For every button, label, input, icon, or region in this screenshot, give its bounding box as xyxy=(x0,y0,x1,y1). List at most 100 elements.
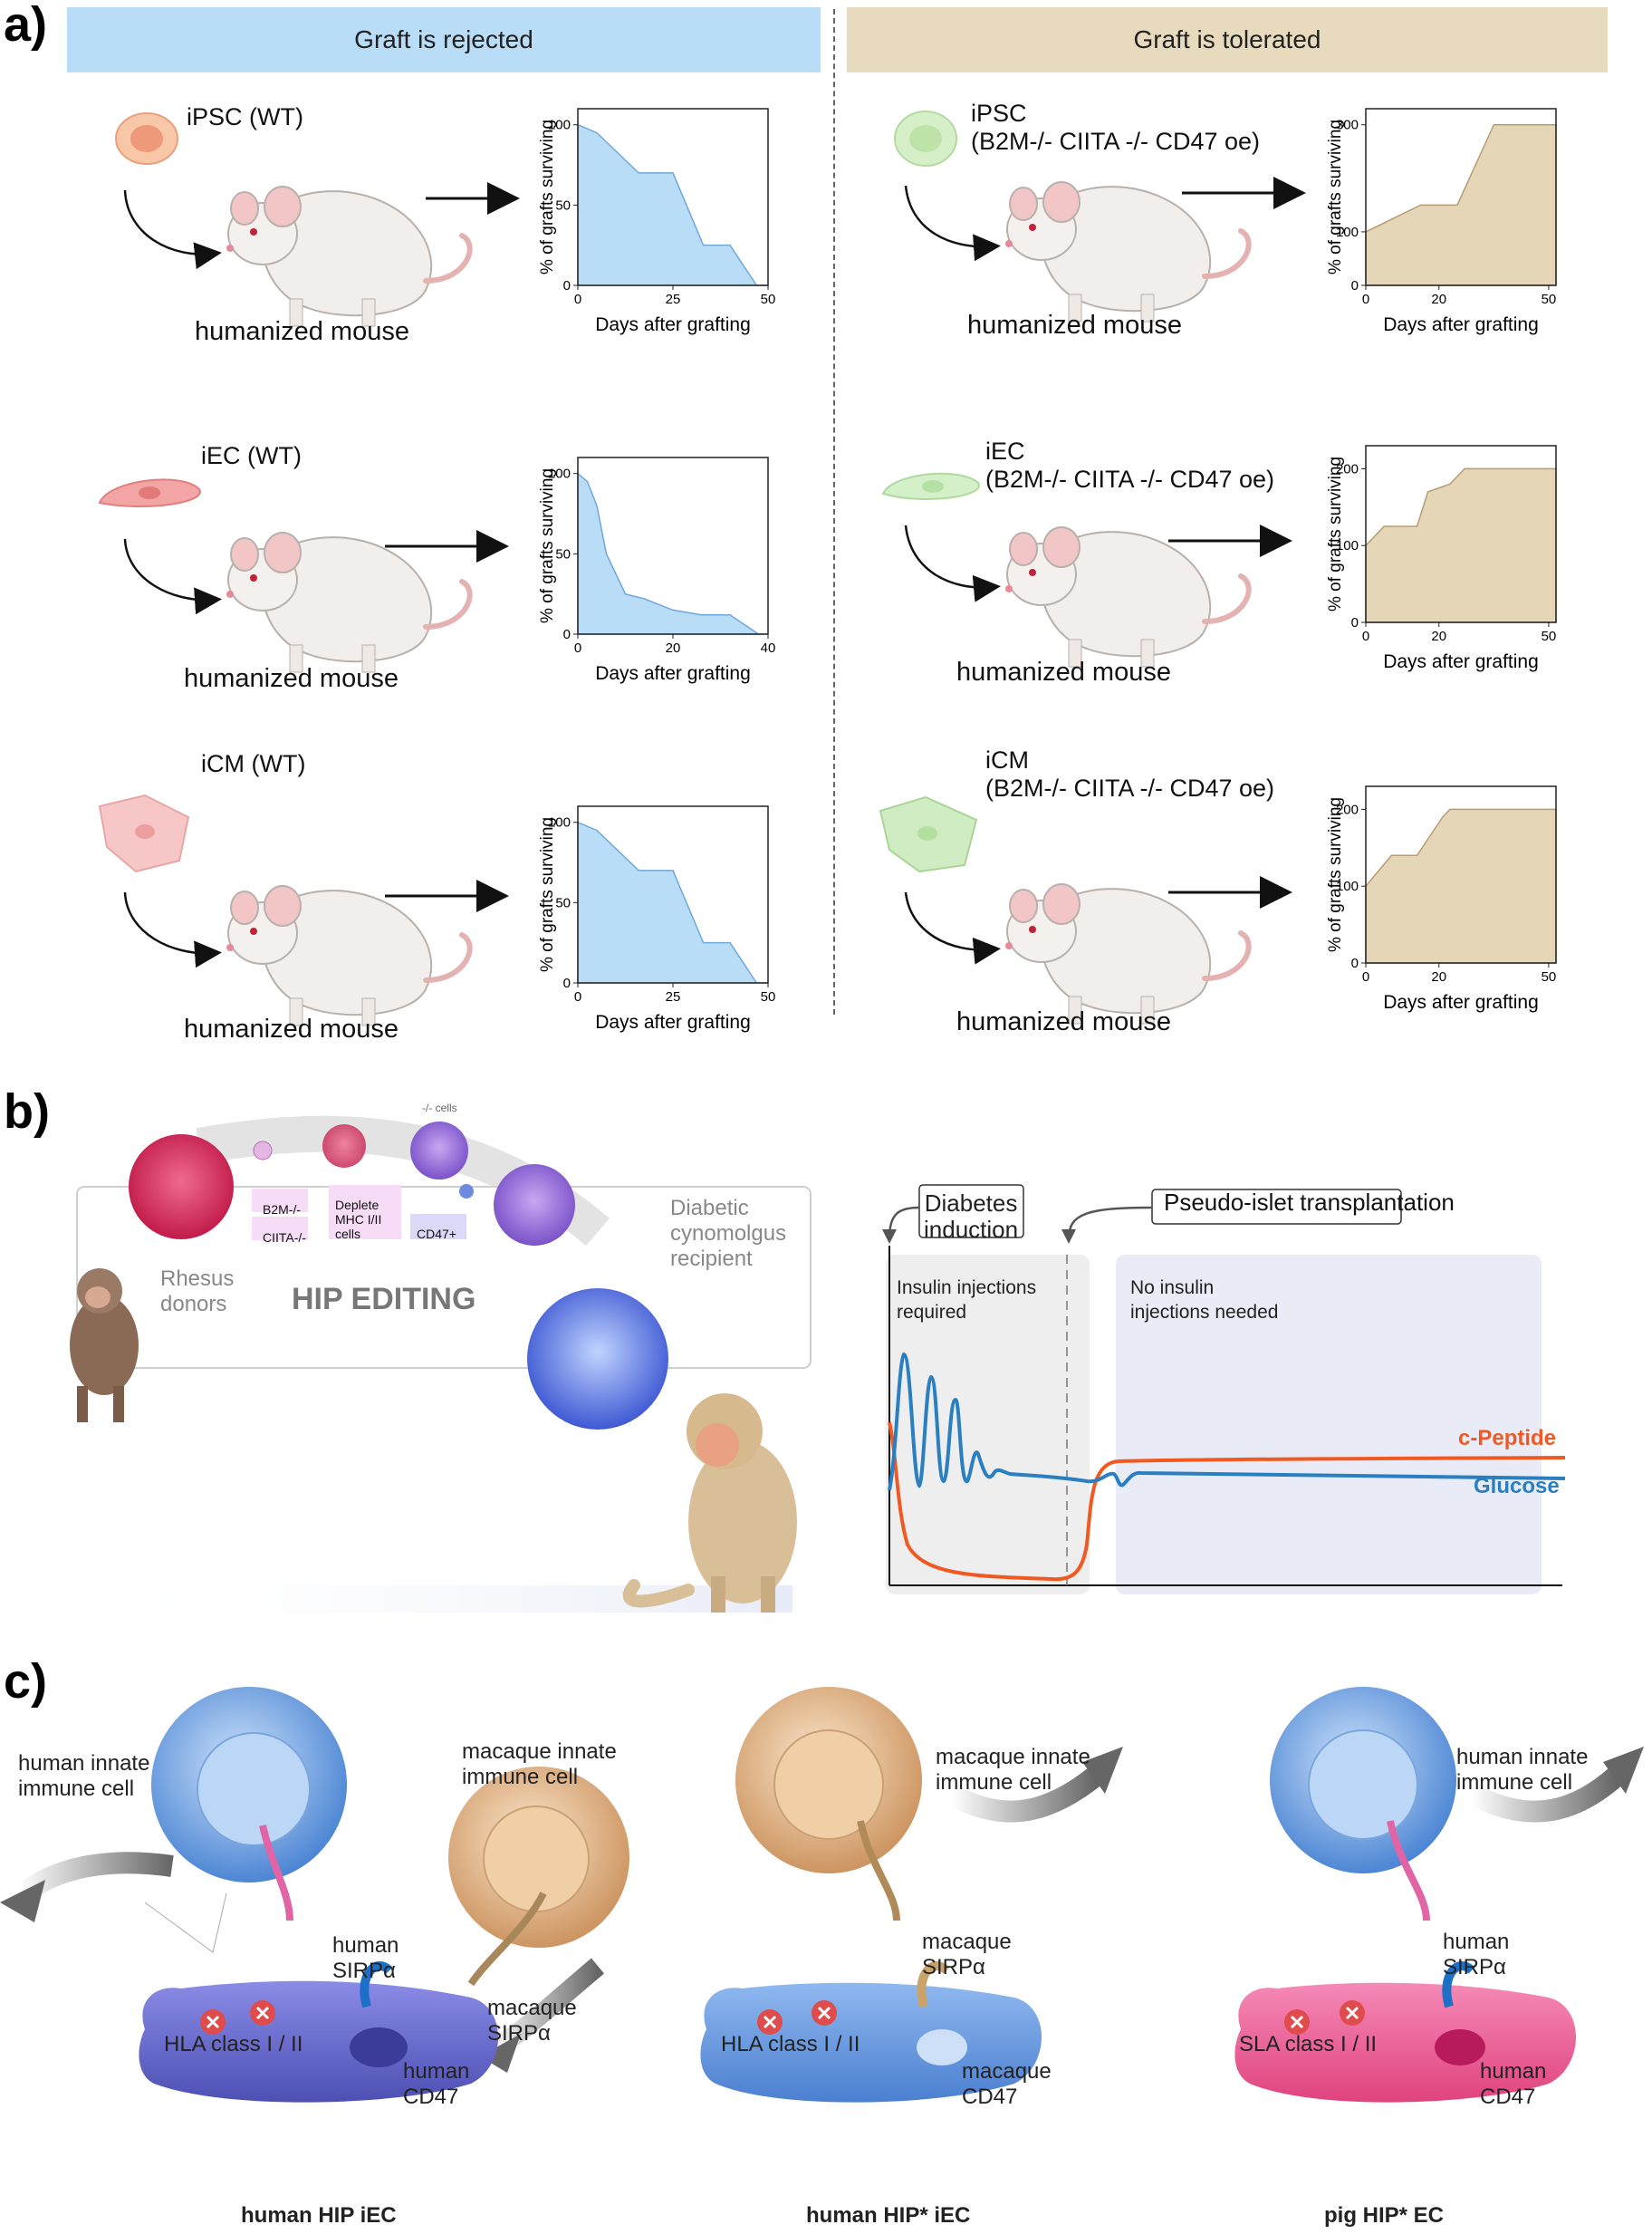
row1-left-cell-label: iPSC (WT) xyxy=(187,103,303,130)
x-tick-label: 50 xyxy=(761,292,776,307)
x-tick-label: 50 xyxy=(1542,629,1557,644)
g3-cd47-label: human CD47 xyxy=(1480,2059,1547,2109)
x-axis-label: Days after grafting xyxy=(595,663,751,684)
x-tick-label: 0 xyxy=(574,989,581,1005)
y-tick-label: 100 xyxy=(548,118,571,133)
y-tick-label: 100 xyxy=(1336,225,1359,240)
chart-frame xyxy=(1365,108,1557,286)
insulin-required-region xyxy=(886,1255,1090,1594)
x-tick-label: 20 xyxy=(1431,969,1446,985)
row3-left-cell-label: iCM (WT) xyxy=(201,750,306,777)
chart-area xyxy=(577,472,768,635)
rhesus-monkey-icon xyxy=(70,1268,139,1422)
y-axis-label: % of grafts surviving xyxy=(538,817,557,972)
rhesus-islet-icon xyxy=(129,1134,234,1239)
x-axis-label: Days after grafting xyxy=(1383,992,1539,1013)
x-axis-label: Days after grafting xyxy=(1383,651,1539,672)
tolerated-header: Graft is tolerated xyxy=(847,7,1608,72)
y-axis-label: % of grafts surviving xyxy=(1326,120,1345,274)
y-axis-label: % of grafts surviving xyxy=(538,468,557,623)
y-tick-label: 50 xyxy=(555,546,571,562)
chart-area xyxy=(577,123,768,286)
x-tick-label: 50 xyxy=(761,989,776,1005)
y-tick-label: 100 xyxy=(1336,879,1359,894)
x-tick-label: 20 xyxy=(1431,292,1446,307)
no-insulin-region xyxy=(1116,1255,1542,1594)
y-tick-label: 0 xyxy=(1351,956,1359,971)
x-tick-label: 20 xyxy=(1431,629,1446,644)
cd47-islet-icon xyxy=(494,1164,575,1246)
panel-c-illustration xyxy=(0,1687,1644,2103)
y-tick-label: 0 xyxy=(563,278,571,294)
chart-area xyxy=(577,821,768,984)
x-tick-label: 40 xyxy=(761,640,776,656)
panel-a-illustrations xyxy=(98,111,1306,1033)
c-peptide-label: c-Peptide xyxy=(1458,1426,1557,1450)
y-axis-label: % of grafts surviving xyxy=(1326,457,1345,611)
g1-macaque-sirpa-label: macaque SIRPα xyxy=(487,1996,577,2046)
no-insulin-label: No insulin injections needed xyxy=(1130,1277,1279,1323)
y-tick-label: 300 xyxy=(1336,118,1359,133)
x-axis-label: Days after grafting xyxy=(1383,314,1539,335)
g3-class-label: SLA class I / II xyxy=(1239,2032,1378,2056)
y-axis-label: % of grafts surviving xyxy=(538,120,557,274)
g3-human-sirpa-label: human SIRPα xyxy=(1443,1930,1510,1979)
panel-b-letter: b) xyxy=(4,1084,50,1139)
row2-left-cell-label: iEC (WT) xyxy=(201,442,302,469)
c-peptide-line xyxy=(888,1421,1566,1582)
b2m-label: B2M-/- xyxy=(263,1202,301,1217)
x-tick-label: 50 xyxy=(1542,292,1557,307)
x-tick-label: 25 xyxy=(666,989,681,1005)
g1-human-sirpa-label: human SIRPα xyxy=(332,1933,399,1983)
y-tick-label: 50 xyxy=(555,197,571,213)
row2-right-cell-label: iEC (B2M-/- CIITA -/- CD47 oe) xyxy=(985,438,1275,493)
y-tick-label: 100 xyxy=(1336,538,1359,554)
g1-cd47-label: human CD47 xyxy=(403,2059,470,2109)
rhesus-donors-label: Rhesus donors xyxy=(160,1266,235,1316)
x-tick-label: 0 xyxy=(1362,629,1369,644)
diabetes-chart xyxy=(882,1184,1566,1594)
y-tick-label: 50 xyxy=(555,895,571,910)
x-tick-label: 20 xyxy=(666,640,681,656)
y-tick-label: 0 xyxy=(563,976,571,991)
y-tick-label: 0 xyxy=(1351,278,1359,294)
g2-class-label: HLA class I / II xyxy=(721,2032,860,2056)
row3-right-cell-label: iCM (B2M-/- CIITA -/- CD47 oe) xyxy=(985,746,1275,802)
panel-divider xyxy=(833,9,835,1015)
cells-note-label: -/- cells xyxy=(422,1102,457,1114)
edited-islet-small-icon xyxy=(322,1124,366,1168)
g3-human-innate-label: human innate immune cell xyxy=(1456,1745,1589,1795)
panel-c-letter: c) xyxy=(4,1654,48,1709)
row3-left-mouse-label: humanized mouse xyxy=(184,1015,399,1044)
y-tick-label: 100 xyxy=(548,815,571,831)
chart-area xyxy=(1365,808,1557,964)
g1-caption: human HIP iEC xyxy=(241,2203,397,2228)
row1-right-cell-label: iPSC (B2M-/- CIITA -/- CD47 oe) xyxy=(971,100,1261,155)
row2-right-mouse-label: humanized mouse xyxy=(956,658,1171,687)
x-tick-label: 50 xyxy=(1542,969,1557,985)
row2-left-mouse-label: humanized mouse xyxy=(184,664,399,693)
panel-a-letter: a) xyxy=(4,0,48,52)
g2-macaque-sirpa-label: macaque SIRPα xyxy=(922,1930,1012,1979)
x-tick-label: 0 xyxy=(574,640,581,656)
x-tick-label: 0 xyxy=(1362,292,1369,307)
g1-macaque-innate-label: macaque innate immune cell xyxy=(462,1739,617,1789)
chart-area xyxy=(1365,467,1557,623)
diabetic-recipient-label: Diabetic cynomolgus recipient xyxy=(670,1196,787,1271)
glucose-line xyxy=(888,1352,1566,1491)
ciita-label: CIITA-/- xyxy=(263,1230,306,1245)
row3-right-mouse-label: humanized mouse xyxy=(956,1007,1171,1036)
hip-editing-label: HIP EDITING xyxy=(292,1282,476,1316)
y-tick-label: 0 xyxy=(563,627,571,642)
chart-frame xyxy=(1365,785,1557,964)
diabetes-induction-label: Diabetes induction xyxy=(924,1189,1019,1243)
insulin-required-label: Insulin injections required xyxy=(897,1277,1037,1323)
cynomolgus-monkey-icon xyxy=(622,1393,797,1613)
deplete-label: Deplete MHC I/II cells xyxy=(335,1198,382,1241)
cd47-plus-label: CD47+ xyxy=(417,1227,456,1241)
g2-cd47-label: macaque CD47 xyxy=(962,2059,1052,2109)
